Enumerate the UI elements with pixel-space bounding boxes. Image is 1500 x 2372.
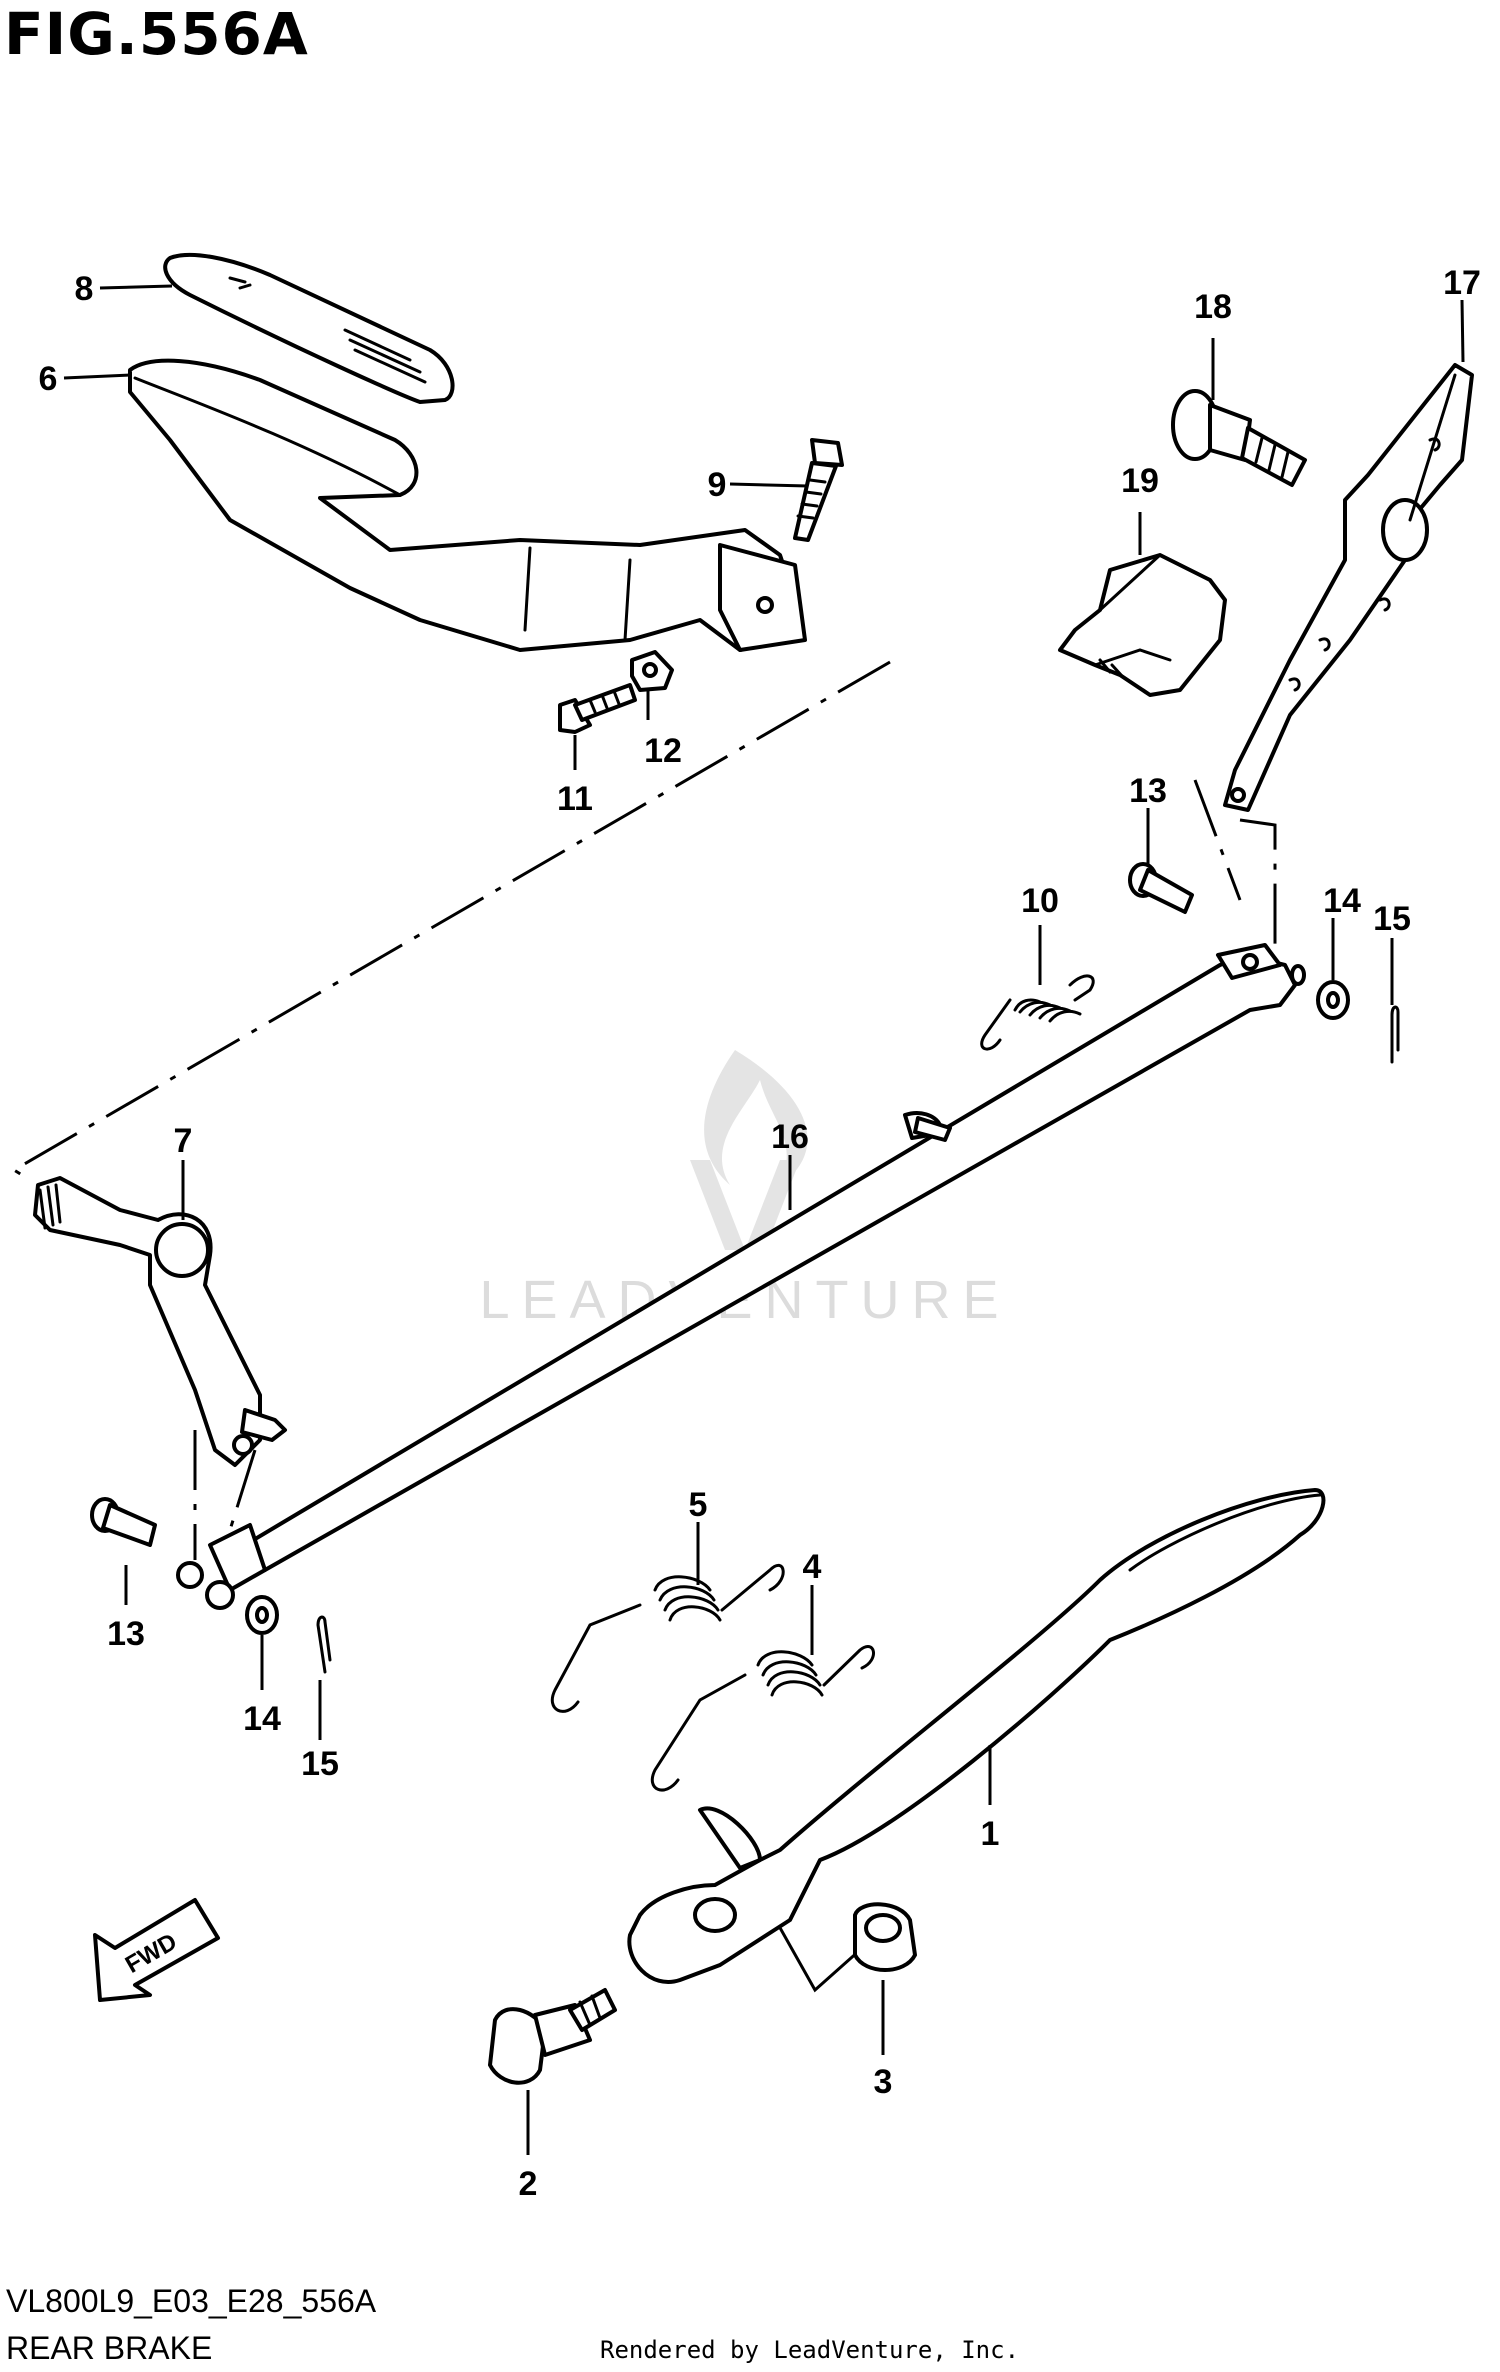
part-15-cotter-pin-right [1390,1005,1400,1064]
callout-2: 2 [519,2165,538,2203]
callout-18: 18 [1194,288,1232,326]
part-14-washer-left [245,1595,279,1635]
render-credit: Rendered by LeadVenture, Inc. [600,2336,1020,2364]
callout-19: 19 [1121,462,1159,500]
part-14-washer-right [1316,980,1350,1020]
part-19-cover [1058,553,1227,697]
part-6-brake-pedal [128,358,807,652]
callout-4: 4 [803,1548,822,1586]
part-4-spring [650,1645,875,1792]
part-9-bolt [793,438,844,542]
callout-7: 7 [174,1122,193,1160]
callout-3: 3 [874,2063,893,2101]
part-17-lever [1223,363,1474,812]
callout-13-right: 13 [1129,772,1167,810]
callout-5: 5 [689,1486,708,1524]
callout-6: 6 [39,360,58,398]
part-1-side-stand [627,1488,1326,1984]
part-11-bolt [558,683,637,734]
callout-11: 11 [557,780,593,818]
part-12-nut [630,650,674,692]
callout-14-right: 14 [1323,882,1361,920]
callout-15-left: 15 [301,1745,339,1783]
callout-8: 8 [75,270,94,308]
part-13-clevis-pin-right [1128,862,1194,914]
fwd-arrow-icon: FWD [93,1898,220,2002]
callout-13-left: 13 [107,1615,145,1653]
part-16-rod [176,943,1306,1610]
callout-12: 12 [644,732,682,770]
part1-bracket-line [768,1909,861,1993]
part-8-pedal-rubber [163,252,455,404]
part-2-bolt [488,1988,617,2085]
part-5-spring [550,1563,785,1713]
callout-9: 9 [708,466,727,504]
callout-numbers: 1 2 3 4 5 6 7 8 9 10 11 12 13 13 14 14 1… [39,264,1481,2203]
part-3-nut [853,1902,917,1972]
assembly-dashed-line [11,660,891,1182]
assembly-dashed-line-right [1193,779,1277,960]
part-15-cotter-pin-left [316,1615,332,1674]
callout-14-left: 14 [243,1700,281,1738]
callout-16: 16 [771,1118,809,1156]
callout-17: 17 [1443,264,1481,302]
callout-15-right: 15 [1373,900,1411,938]
part-13-clevis-pin-left [90,1497,157,1547]
part-10-spring [980,974,1095,1051]
callout-10: 10 [1021,882,1059,920]
figure-caption: REAR BRAKE [6,2330,213,2366]
model-code: VL800L9_E03_E28_556A [6,2283,377,2319]
part-18-pin [1171,389,1307,487]
part-7-brake-arm [33,1176,287,1467]
figure-title: FIG.556A [4,0,309,68]
leader-lines [63,284,1465,2155]
callout-1: 1 [981,1815,1000,1853]
assembly-dashed-line-left [193,1430,257,1560]
